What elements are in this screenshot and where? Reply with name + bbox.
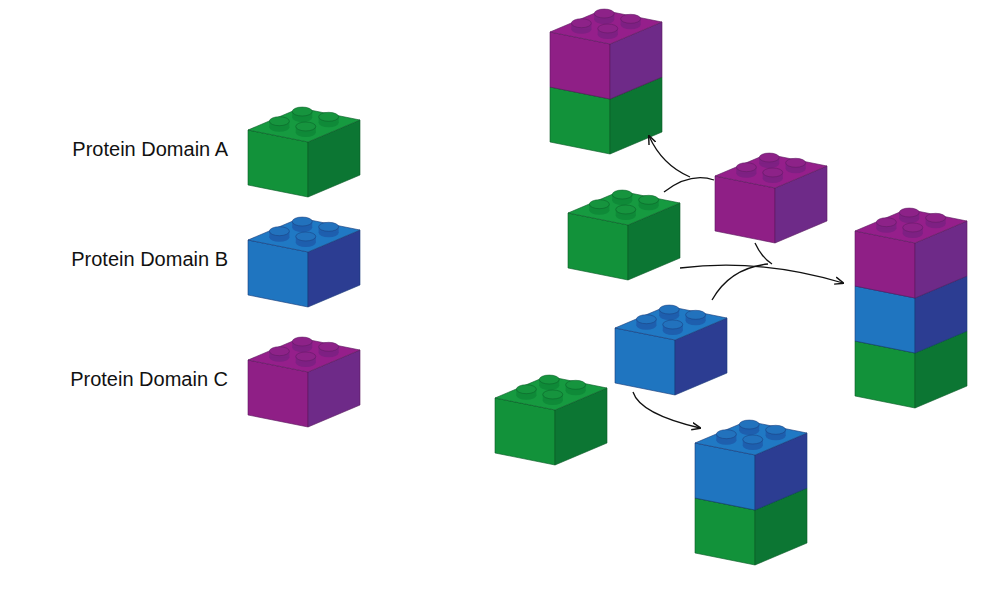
brick-top bbox=[615, 306, 727, 340]
brick-stud bbox=[296, 232, 316, 241]
brick-stud bbox=[319, 112, 339, 121]
protein-brick bbox=[568, 190, 680, 280]
brick-top bbox=[855, 209, 967, 243]
brick-stud bbox=[743, 435, 763, 444]
brick-stud bbox=[636, 315, 656, 324]
domain-label: Protein Domain A bbox=[72, 137, 228, 161]
brick-stud bbox=[269, 227, 289, 236]
brick-stud bbox=[639, 195, 659, 204]
brick-stud bbox=[739, 420, 759, 429]
brick-stud bbox=[736, 163, 756, 172]
brick-stud bbox=[319, 222, 339, 231]
brick-stud bbox=[686, 310, 706, 319]
brick-stud bbox=[269, 347, 289, 356]
assembly-arrow bbox=[755, 243, 772, 264]
brick-stud bbox=[903, 223, 923, 232]
brick-top bbox=[248, 108, 360, 142]
brick-stud bbox=[296, 122, 316, 131]
brick-stud bbox=[516, 385, 536, 394]
protein-brick bbox=[615, 305, 727, 395]
brick-stud bbox=[763, 168, 783, 177]
brick-stud bbox=[766, 425, 786, 434]
protein-brick bbox=[715, 153, 827, 243]
brick-stud bbox=[539, 375, 559, 384]
brick-stud bbox=[594, 9, 614, 18]
brick-top bbox=[248, 218, 360, 252]
protein-brick bbox=[248, 217, 360, 307]
brick-stud bbox=[659, 305, 679, 314]
brick-stud bbox=[543, 390, 563, 399]
brick-stud bbox=[292, 337, 312, 346]
brick-stud bbox=[876, 218, 896, 227]
assembly-arrow bbox=[664, 178, 714, 192]
brick-stud bbox=[616, 205, 636, 214]
brick-stud bbox=[319, 342, 339, 351]
brick-stud bbox=[269, 117, 289, 126]
brick-stud bbox=[786, 158, 806, 167]
brick-stud bbox=[926, 213, 946, 222]
brick-top bbox=[695, 421, 807, 455]
brick-stud bbox=[292, 107, 312, 116]
brick-stud bbox=[621, 14, 641, 23]
domain-label: Protein Domain C bbox=[70, 367, 228, 391]
brick-top bbox=[568, 191, 680, 225]
protein-brick bbox=[495, 375, 607, 465]
brick-stud bbox=[589, 200, 609, 209]
brick-stud bbox=[571, 19, 591, 28]
brick-top bbox=[550, 10, 662, 44]
brick-stud bbox=[566, 380, 586, 389]
brick-top bbox=[715, 154, 827, 188]
brick-stud bbox=[296, 352, 316, 361]
brick-stud bbox=[612, 190, 632, 199]
brick-stud bbox=[759, 153, 779, 162]
protein-brick bbox=[855, 208, 967, 298]
protein-brick bbox=[248, 107, 360, 197]
brick-stud bbox=[716, 430, 736, 439]
brick-stud bbox=[598, 24, 618, 33]
brick-stud bbox=[899, 208, 919, 217]
assembly-arrow bbox=[712, 264, 768, 300]
assembly-arrow bbox=[649, 136, 690, 177]
brick-stud bbox=[663, 320, 683, 329]
protein-brick bbox=[695, 420, 807, 510]
brick-top bbox=[248, 338, 360, 372]
domain-label: Protein Domain B bbox=[71, 247, 228, 271]
protein-brick bbox=[248, 337, 360, 427]
assembly-arrow bbox=[633, 392, 700, 428]
assembly-arrow bbox=[680, 265, 843, 283]
brick-stud bbox=[292, 217, 312, 226]
protein-brick bbox=[550, 9, 662, 99]
brick-top bbox=[495, 376, 607, 410]
